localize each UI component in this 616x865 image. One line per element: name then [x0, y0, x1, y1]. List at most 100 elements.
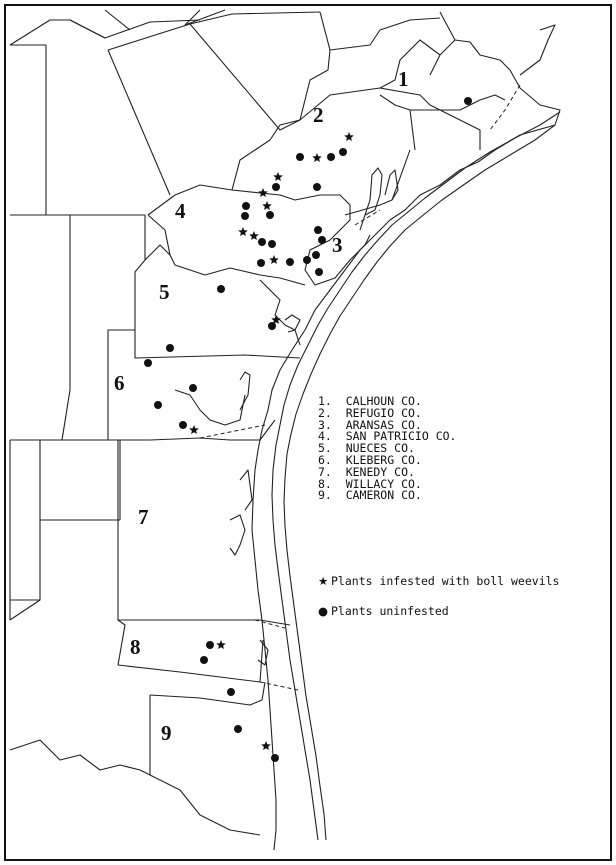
uninfested-plant-dot	[271, 754, 279, 762]
uninfested-plant-dot	[258, 238, 266, 246]
uninfested-plant-dot	[227, 688, 235, 696]
uninfested-plant-dot	[154, 401, 162, 409]
uninfested-plant-dot	[144, 359, 152, 367]
bay-outline	[239, 469, 253, 511]
county-list-item: 7. KENEDY CO.	[318, 464, 415, 479]
uninfested-plant-dot	[241, 212, 249, 220]
county-boundary	[9, 19, 201, 46]
county-boundary	[299, 11, 331, 121]
bay-outline	[359, 167, 383, 231]
county-boundary	[70, 214, 146, 260]
county-boundary	[108, 419, 276, 441]
uninfested-plant-dot	[268, 322, 276, 330]
infested-plant-star	[269, 255, 279, 264]
barrier-island	[283, 124, 556, 841]
county-boundary	[429, 39, 456, 76]
legend-uninfested: ●Plants uninfested	[318, 604, 449, 618]
county-list-item: 3. ARANSAS CO.	[318, 417, 422, 432]
infested-plant-star	[216, 640, 226, 649]
county-boundary	[117, 619, 264, 683]
dashed-boundary	[254, 619, 286, 629]
uninfested-plant-dot	[339, 148, 347, 156]
bay-outline	[284, 314, 301, 333]
county-boundary	[107, 49, 171, 196]
uninfested-plant-dot	[206, 641, 214, 649]
county-boundary	[144, 244, 171, 261]
uninfested-plant-dot	[312, 251, 320, 259]
bay-outline	[174, 389, 246, 426]
county-label-6: 6	[114, 371, 125, 395]
uninfested-plant-dot	[268, 240, 276, 248]
uninfested-plant-dot	[327, 153, 335, 161]
county-list-item: 4. SAN PATRICIO CO.	[318, 429, 457, 444]
county-list-item: 6. KLEBERG CO.	[318, 452, 422, 467]
county-boundary	[189, 23, 301, 131]
county-list-item: 8. WILLACY CO.	[318, 476, 422, 491]
infested-label: Plants infested with boll weevils	[331, 574, 560, 588]
map-legend: 1. CALHOUN CO.2. REFUGIO CO.3. ARANSAS C…	[318, 394, 559, 618]
county-label-2: 2	[313, 103, 324, 127]
infested-plant-star	[312, 153, 322, 162]
county-boundary	[134, 259, 301, 359]
county-label-7: 7	[138, 505, 149, 529]
county-label-5: 5	[159, 280, 170, 304]
dashed-boundary	[354, 209, 381, 226]
legend-infested: ★Plants infested with boll weevils	[318, 574, 559, 588]
county-boundary	[379, 39, 441, 89]
county-boundary	[107, 329, 135, 440]
uninfested-plant-dot	[242, 202, 250, 210]
uninfested-plant-dot	[200, 656, 208, 664]
infested-plant-star	[271, 315, 281, 324]
county-label-3: 3	[332, 233, 343, 257]
uninfested-plant-dot	[189, 384, 197, 392]
county-label-1: 1	[398, 67, 409, 91]
infested-plant-star	[238, 227, 248, 236]
uninfested-plant-dot	[315, 268, 323, 276]
dashed-boundary	[259, 681, 299, 691]
county-boundary	[439, 11, 511, 71]
uninfested-plant-dot	[266, 211, 274, 219]
barrier-island	[271, 111, 561, 841]
bay-outline	[229, 514, 246, 556]
uninfested-plant-dot	[303, 256, 311, 264]
uninfested-plant-dot	[296, 153, 304, 161]
infested-plant-star	[273, 172, 283, 181]
uninfested-plant-dot	[464, 97, 472, 105]
bay-outline	[384, 169, 399, 201]
county-boundary	[344, 149, 411, 216]
uninfested-plant-dot	[318, 236, 326, 244]
county-boundary	[104, 9, 131, 31]
infested-plant-star	[189, 425, 199, 434]
uninfested-plant-dot	[217, 285, 225, 293]
dashed-boundary	[199, 424, 266, 439]
uninfested-plant-dot	[286, 258, 294, 266]
county-boundary	[149, 681, 266, 706]
county-list-item: 9. CAMERON CO.	[318, 488, 422, 503]
coastline	[251, 69, 561, 851]
county-label-8: 8	[130, 635, 141, 659]
county-boundary	[9, 739, 151, 776]
county-boundary	[10, 214, 71, 441]
county-boundary	[149, 695, 261, 836]
county-label-4: 4	[175, 199, 186, 223]
county-boundary	[9, 440, 41, 621]
dashed-boundary	[489, 84, 521, 131]
infested-plant-star	[261, 741, 271, 750]
infested-plant-star	[258, 188, 268, 197]
county-boundary	[329, 17, 441, 51]
county-list-item: 2. REFUGIO CO.	[318, 405, 422, 420]
uninfested-plant-dot	[234, 725, 242, 733]
county-boundary	[231, 189, 351, 241]
uninfested-plant-dot	[313, 183, 321, 191]
county-boundary	[117, 440, 291, 626]
uninfested-plant-dot	[179, 421, 187, 429]
infested-plant-star	[249, 231, 259, 240]
county-boundary	[410, 94, 506, 111]
county-list-item: 1. CALHOUN CO.	[318, 394, 422, 408]
bay-outline	[519, 24, 556, 76]
star-icon: ★	[318, 574, 329, 588]
dot-icon: ●	[318, 604, 329, 618]
county-boundary	[259, 279, 301, 346]
uninfested-plant-dot	[272, 183, 280, 191]
